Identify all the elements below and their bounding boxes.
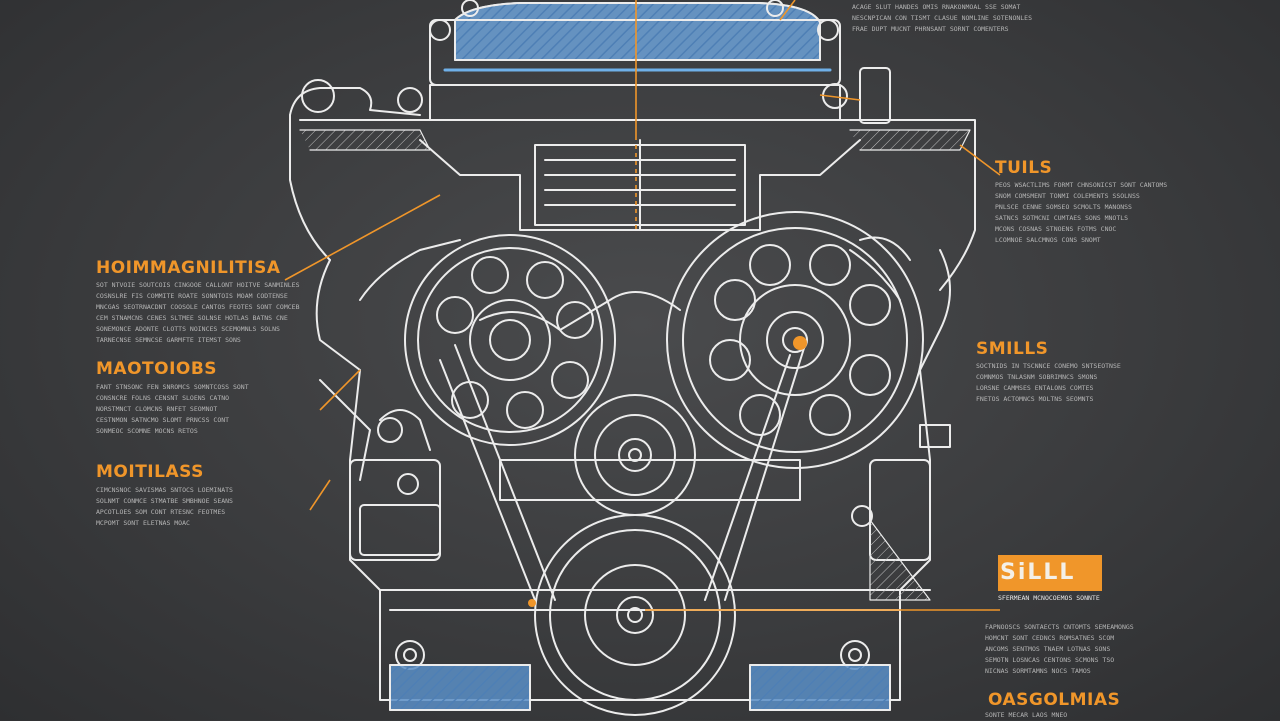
text-block-middle-right: SOCTNIDS IN TSCNNCE CONEMO SNTSEOTNSE CO… [976, 362, 1121, 403]
text-block-bottom-left: CIMCNSNOC SAVISMAS SNTOCS LOEMINATS SOLN… [96, 486, 233, 527]
right-cam-gear [666, 211, 924, 469]
label-top-left: HOIMMAGNILITISA [96, 258, 281, 278]
text-block-bottom-right: FAPNOOSCS SONTAECTS CNTOMTS SEMEAMONGS H… [985, 623, 1134, 675]
label-middle-right: SMILLS [976, 339, 1049, 359]
idler-pulley [574, 394, 696, 516]
badge-label: SiLLL [1000, 560, 1076, 585]
valve-cover [429, 0, 841, 86]
label-top-right: TUILS [995, 158, 1053, 178]
side-details [319, 236, 911, 481]
label-bottom-left: MOITILASS [96, 462, 204, 482]
text-block-top-left: SOT NTVOIE SOUTCOIS CINGOOE CALLONT HOIT… [96, 281, 300, 344]
leader-lines [284, 0, 1001, 611]
oil-pan [389, 664, 891, 711]
text-block-middle-left: FANT STNSONC FEN SNROMCS SOMNTCOSS SONT … [96, 383, 249, 435]
engine-block [315, 239, 951, 701]
text-block-bottom: SONTE MECAR LAOS MNEO [985, 711, 1068, 719]
badge-caption: SFERMEAN MCNOCOEMOS SONNTE [998, 594, 1100, 602]
intake-manifold [419, 139, 861, 231]
timing-belt [439, 291, 806, 601]
label-middle-left: MAOTOIOBS [96, 359, 218, 379]
badge-box [998, 555, 1102, 591]
label-bottom-right: OASGOLMIAS [988, 690, 1121, 710]
text-block-top-right: PEOS WSACTLIMS FORMT CHNSONICST SONT CAN… [995, 181, 1168, 244]
cylinder-head [289, 67, 976, 291]
text-block-top: ACAGE SLUT HANDES OMIS RNAKONMOAL SSE SO… [852, 3, 1033, 33]
crankshaft-pulley [534, 514, 736, 716]
left-cam-gear [404, 234, 616, 446]
